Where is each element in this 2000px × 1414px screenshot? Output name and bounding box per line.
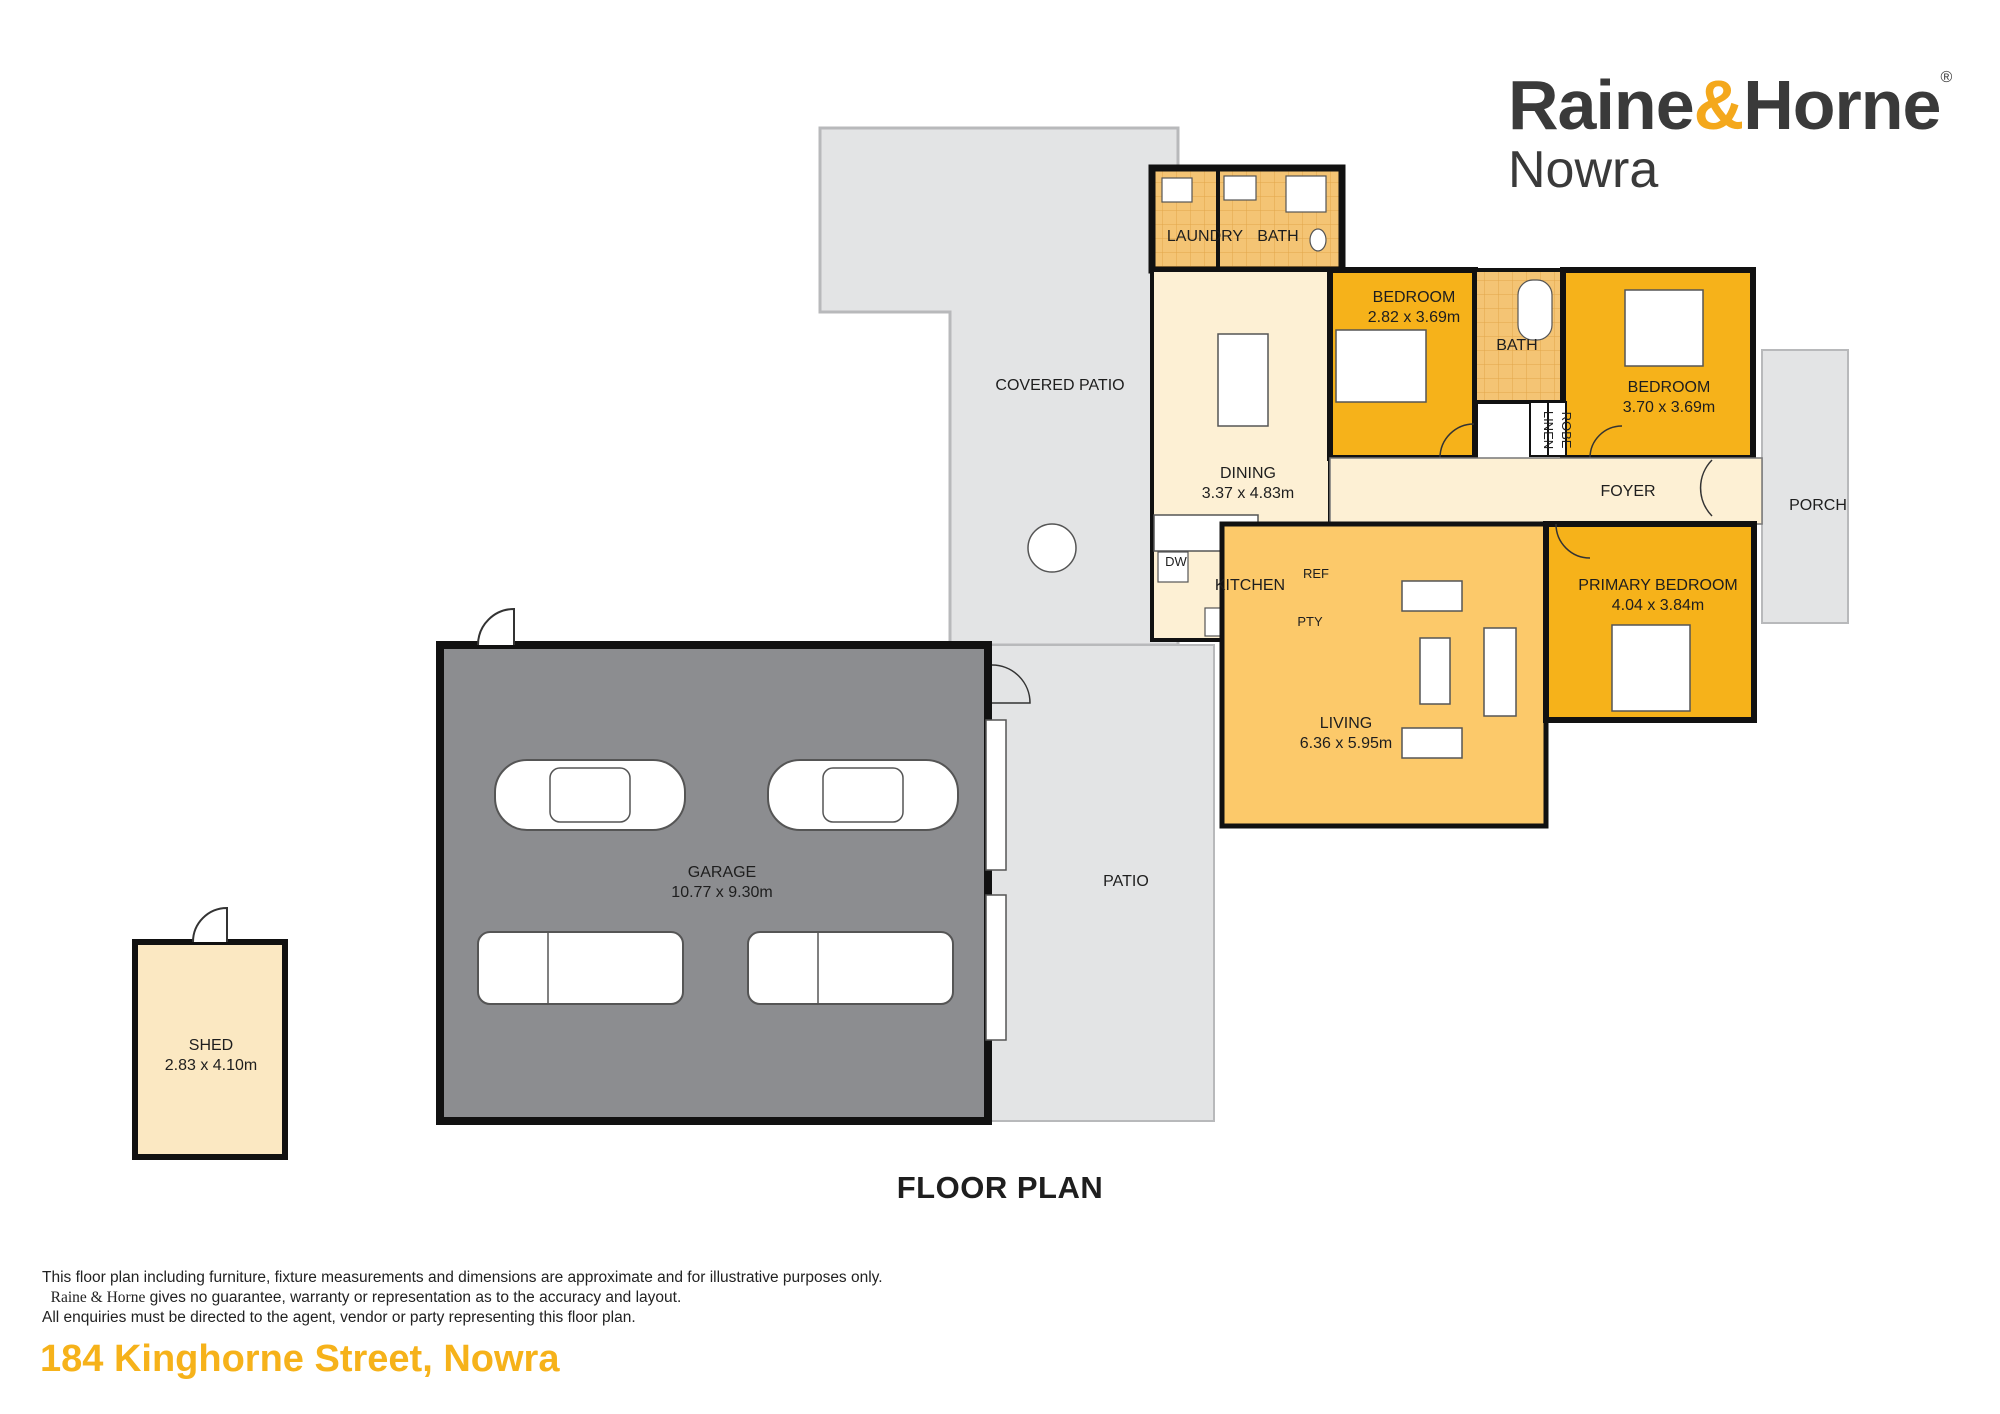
truck-icon — [477, 931, 684, 1005]
disclaimer-line-3: All enquiries must be directed to the ag… — [42, 1309, 636, 1326]
disclaimer-brand: Raine & Horne — [50, 1289, 146, 1306]
disclaimer-line-1: This floor plan including furniture, fix… — [42, 1269, 883, 1286]
porch-label: PORCH — [1789, 497, 1847, 514]
shed-dims: 2.83 x 4.10m — [165, 1057, 258, 1074]
property-address: 184 Kinghorne Street, Nowra — [40, 1338, 560, 1380]
covered-patio-label: COVERED PATIO — [995, 377, 1124, 394]
foyer-label: FOYER — [1600, 483, 1655, 500]
fridge-label: REF — [1303, 566, 1329, 581]
brand-ampersand: & — [1693, 66, 1745, 144]
truck-icon — [747, 931, 954, 1005]
patio-label: PATIO — [1103, 873, 1149, 890]
shed-room — [132, 939, 288, 1160]
disclaimer-line-2: Raine & Horne gives no guarantee, warran… — [42, 1288, 883, 1308]
dining-table — [1217, 333, 1269, 427]
pantry-label: PTY — [1297, 614, 1323, 629]
registered-mark: ® — [1940, 69, 1952, 86]
laundry-label: LAUNDRY — [1167, 228, 1244, 245]
disclaimer-line-2-text: gives no guarantee, warranty or represen… — [149, 1289, 682, 1306]
car-icon — [494, 759, 686, 831]
dining-dims: 3.37 x 4.83m — [1202, 485, 1295, 502]
dining-label: DINING — [1220, 465, 1276, 482]
brand-office: Nowra — [1508, 141, 1659, 199]
living-dims: 6.36 x 5.95m — [1300, 735, 1393, 752]
brand-name-1: Raine — [1508, 66, 1695, 144]
brand-name-2: Horne — [1743, 66, 1941, 144]
linen-label: LINEN — [1541, 411, 1556, 449]
outdoor-table — [1027, 523, 1077, 573]
bath-top-label: BATH — [1257, 228, 1298, 245]
patio-area — [987, 644, 1215, 1122]
garage-label: GARAGE — [688, 864, 756, 881]
living-label: LIVING — [1320, 715, 1372, 732]
page-title: FLOOR PLAN — [896, 1170, 1104, 1205]
porch-area — [1761, 349, 1849, 624]
bedroom-1-dims: 2.82 x 3.69m — [1368, 309, 1461, 326]
primary-bedroom-label: PRIMARY BEDROOM — [1578, 577, 1737, 594]
front-door — [1699, 459, 1713, 517]
bedroom-1-label: BEDROOM — [1373, 289, 1456, 306]
car-icon — [767, 759, 959, 831]
bath-mid-label: BATH — [1496, 337, 1537, 354]
disclaimer: This floor plan including furniture, fix… — [42, 1268, 883, 1328]
robe-label: ROBE — [1559, 412, 1574, 449]
brand-logo: Raine&Horne® Nowra — [1508, 69, 1952, 199]
kitchen-label: KITCHEN — [1215, 577, 1285, 594]
foyer-room — [1329, 457, 1763, 525]
garage-dims: 10.77 x 9.30m — [671, 884, 772, 901]
shed-door — [192, 906, 228, 943]
shed-label: SHED — [189, 1037, 233, 1054]
bedroom-2-dims: 3.70 x 3.69m — [1623, 399, 1716, 416]
garage-room — [436, 641, 992, 1125]
garage-door — [477, 607, 515, 646]
dishwasher-label: DW — [1165, 554, 1187, 569]
primary-bedroom-dims: 4.04 x 3.84m — [1612, 597, 1705, 614]
bedroom-2-label: BEDROOM — [1628, 379, 1711, 396]
